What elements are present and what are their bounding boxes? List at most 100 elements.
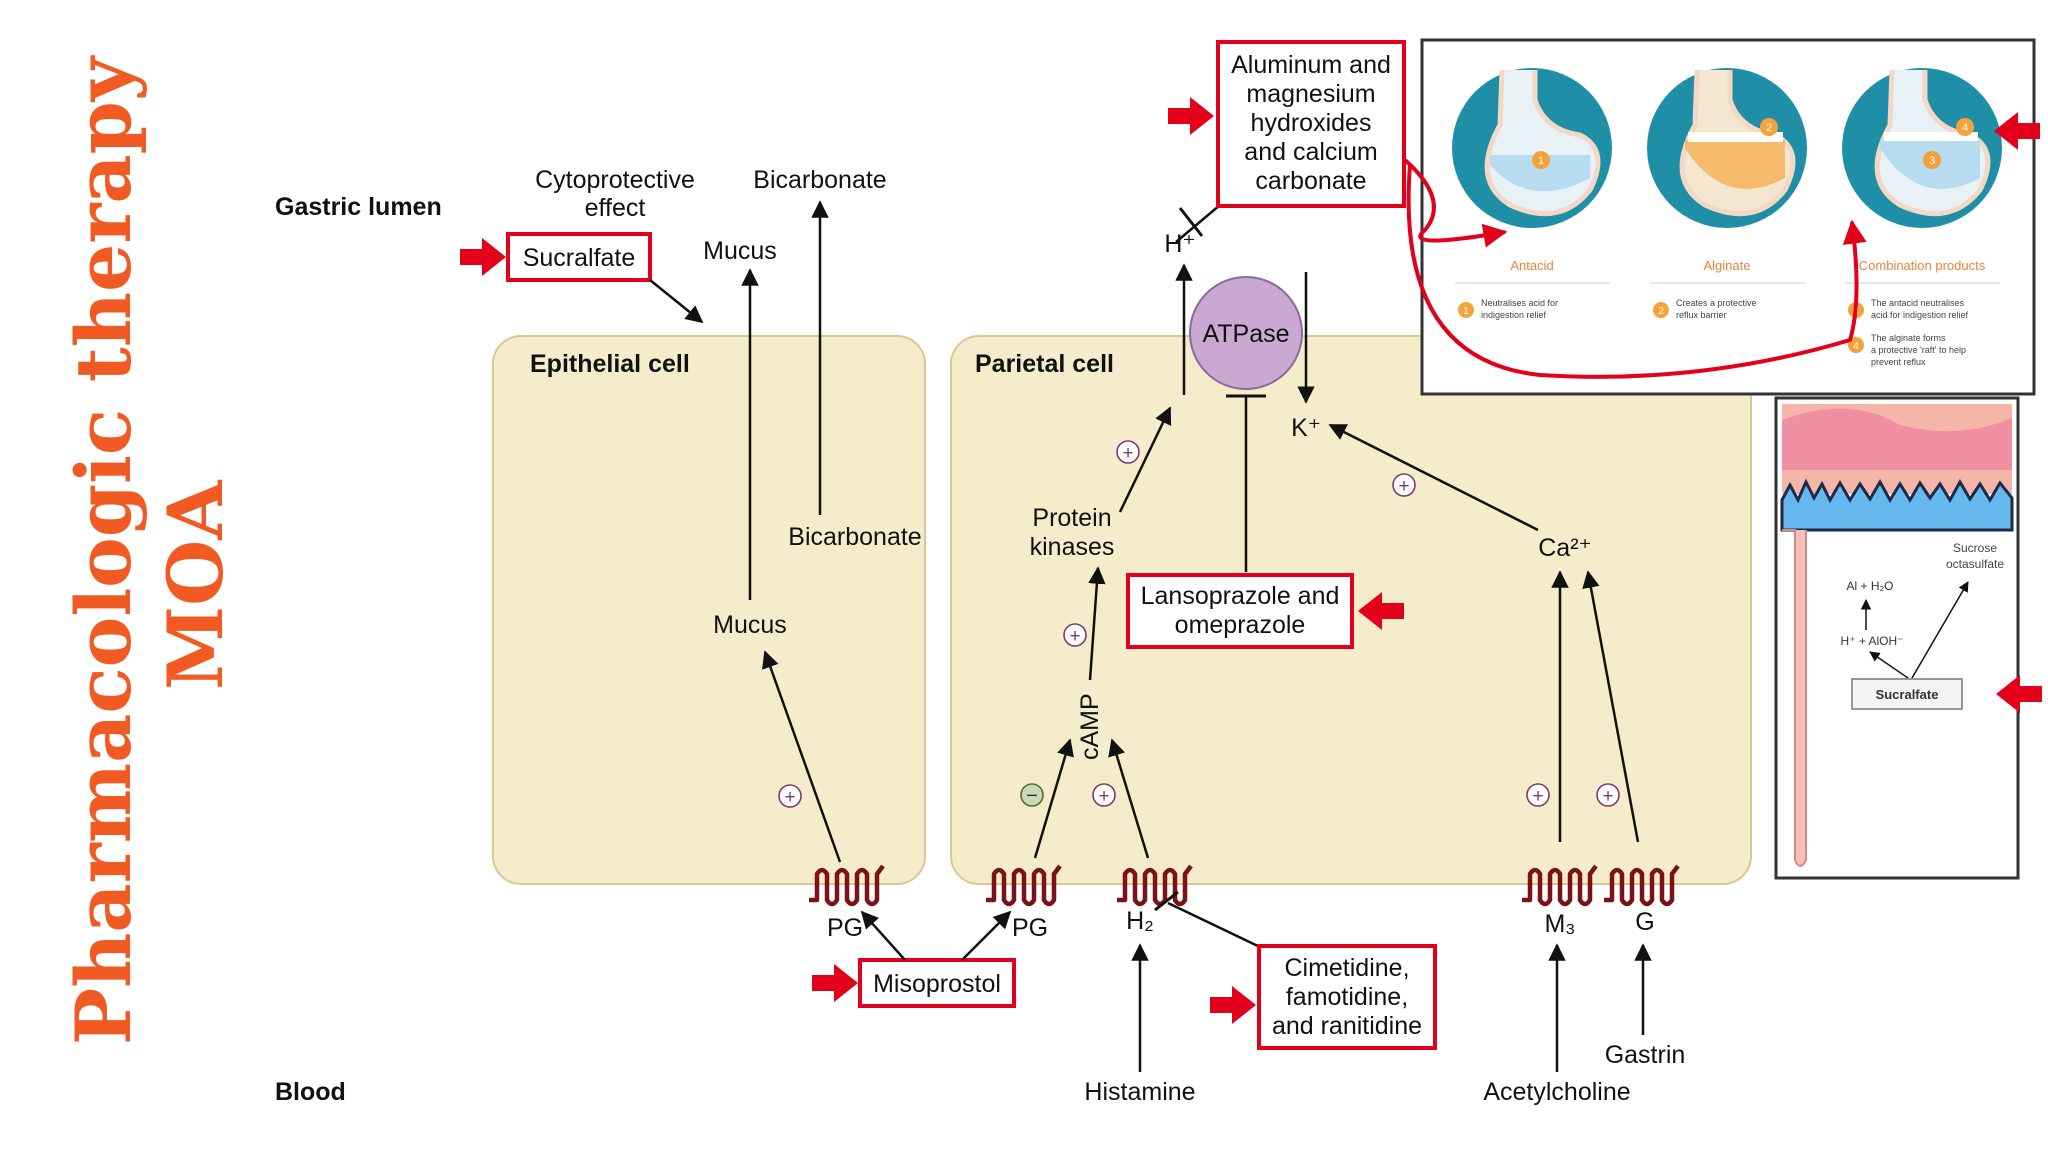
alginate-desc-1: Creates a protective [1676,298,1757,308]
sucralfate-inset-box [1851,678,1963,710]
combo-desc-4: a protective 'raft' to help [1871,345,1966,355]
svg-text:+: + [1398,476,1409,497]
atpase-label: ATPase [1202,320,1289,348]
plus-badge-epithelial: + [778,784,802,808]
plus-badge-ca: + [1392,473,1416,497]
antacid-line-5: carbonate [1255,167,1366,195]
title-line1: Pharmacologic therapy [59,55,148,1045]
misoprostol-label: Misoprostol [873,970,1001,998]
misoprostol-to-pg-right [961,910,1012,961]
epithelial-cell [492,335,926,885]
acetylcholine-label: Acetylcholine [1483,1078,1630,1106]
sucrose-label-2: octasulfate [1946,557,2004,571]
ca-to-k-arrow [1328,423,1539,532]
minus-badge-pg: − [1020,783,1044,807]
misoprostol-to-pg-left [860,910,906,961]
combo-desc-2: acid for indigestion relief [1871,310,1969,320]
h-plus-label: H⁺ [1164,230,1195,258]
svg-text:+: + [1122,443,1133,464]
reaction-label-1: Al + H₂O [1846,579,1893,593]
sucralfate-pointer-icon [460,238,506,276]
camp-to-kinases-arrow [1088,566,1106,681]
svg-text:+: + [1069,626,1080,647]
h2-blockers-pointer-icon [1210,986,1256,1024]
mucus-lumen-label: Mucus [703,237,777,265]
antacid-line-3: hydroxides [1251,109,1372,137]
reaction-arrow-2 [1869,651,1909,679]
panel-heading-combination: Combination products [1859,258,1986,273]
pg-to-camp-arrow [1033,738,1074,859]
bicarbonate-lumen-label: Bicarbonate [753,166,886,194]
h2-block-bar [1154,890,1179,912]
h2-label: H₂ [1126,907,1154,935]
mucus-cell-label: Mucus [713,611,787,639]
svg-text:+: + [1532,786,1543,807]
reaction-label-2: H⁺ + AlOH⁻ [1840,634,1903,648]
antacids-pointer-icon [1168,97,1214,135]
combo-desc-3: The alginate forms [1871,333,1946,343]
desc-num-1: 1 [1463,306,1469,317]
bicarbonate-cell-label: Bicarbonate [788,523,921,551]
slide-title: Pharmacologic therapy MOA [59,55,240,1045]
svg-text:2: 2 [1766,122,1772,134]
combination-pointer-icon [1994,112,2040,150]
cytoprotective-label-1: Cytoprotective [535,166,695,194]
sucrose-label-1: Sucrose [1953,541,1997,555]
pg-to-mucus-arrow [762,650,842,863]
h2-blocker-line [1167,901,1263,950]
svg-text:3: 3 [1929,155,1935,167]
combo-desc-1: The antacid neutralises [1871,298,1965,308]
sucralfate-box [506,232,652,282]
svg-text:+: + [1602,786,1613,807]
ppi-box [1126,573,1354,649]
plus-badge-h2: + [1092,783,1116,807]
m3-label: M₃ [1544,910,1575,938]
sucralfate-arrow [649,279,704,324]
pg-right-label: PG [1012,914,1048,942]
title-line2: MOA [151,480,240,690]
alginate-desc-2: reflux barrier [1676,310,1727,320]
antacid-link-arrow [1403,158,1508,248]
g-label: G [1635,908,1654,936]
ppi-line-1: Lansoprazole and [1141,582,1340,610]
pg-left-label: PG [827,914,863,942]
svg-text:−: − [1026,785,1038,807]
panel-heading-alginate: Alginate [1704,258,1751,273]
h2-blocker-line-3: and ranitidine [1272,1012,1422,1040]
sucrose-arrow [1911,581,1969,679]
gastric-lumen-label: Gastric lumen [275,193,442,221]
kinases-to-atpase-arrow [1118,406,1172,513]
atpase-pump [1189,276,1303,390]
gastrin-label: Gastrin [1605,1041,1686,1069]
svg-text:1: 1 [1538,155,1544,167]
ppi-line-2: omeprazole [1175,611,1306,639]
plus-badge-camp: + [1063,623,1087,647]
stomach-illustration-antacid: 1 [1452,68,1612,228]
sucralfate-inset-label: Sucralfate [1876,687,1939,702]
camp-label: cAMP [1076,693,1104,760]
parietal-cell-label: Parietal cell [975,350,1114,378]
protein-kinases-label-2: kinases [1030,533,1115,561]
h2-blockers-box [1257,944,1437,1050]
antacid-inhibit-bar [1178,207,1204,237]
misoprostol-pointer-icon [812,964,858,1002]
antacids-box [1216,40,1406,208]
g-to-ca-arrow [1582,570,1640,843]
sucralfate-label: Sucralfate [523,244,636,272]
desc-num-4: 4 [1853,341,1859,352]
misoprostol-box [858,958,1016,1008]
stomach-illustration-combination: 3 4 [1842,68,2002,228]
plus-badge-gastrin: + [1596,783,1620,807]
sucralfate-inset: Sucrose octasulfate Al + H₂O H⁺ + AlOH⁻ … [1774,396,2020,880]
ppi-pointer-icon [1358,592,1404,630]
svg-text:4: 4 [1962,122,1968,134]
protein-kinases-label-1: Protein [1032,504,1111,532]
blood-label: Blood [275,1078,346,1106]
k-plus-label: K⁺ [1291,414,1321,442]
h2-blocker-line-1: Cimetidine, [1284,954,1409,982]
desc-num-2: 2 [1658,306,1664,317]
epithelial-cell-label: Epithelial cell [530,350,690,378]
svg-text:+: + [784,787,795,808]
